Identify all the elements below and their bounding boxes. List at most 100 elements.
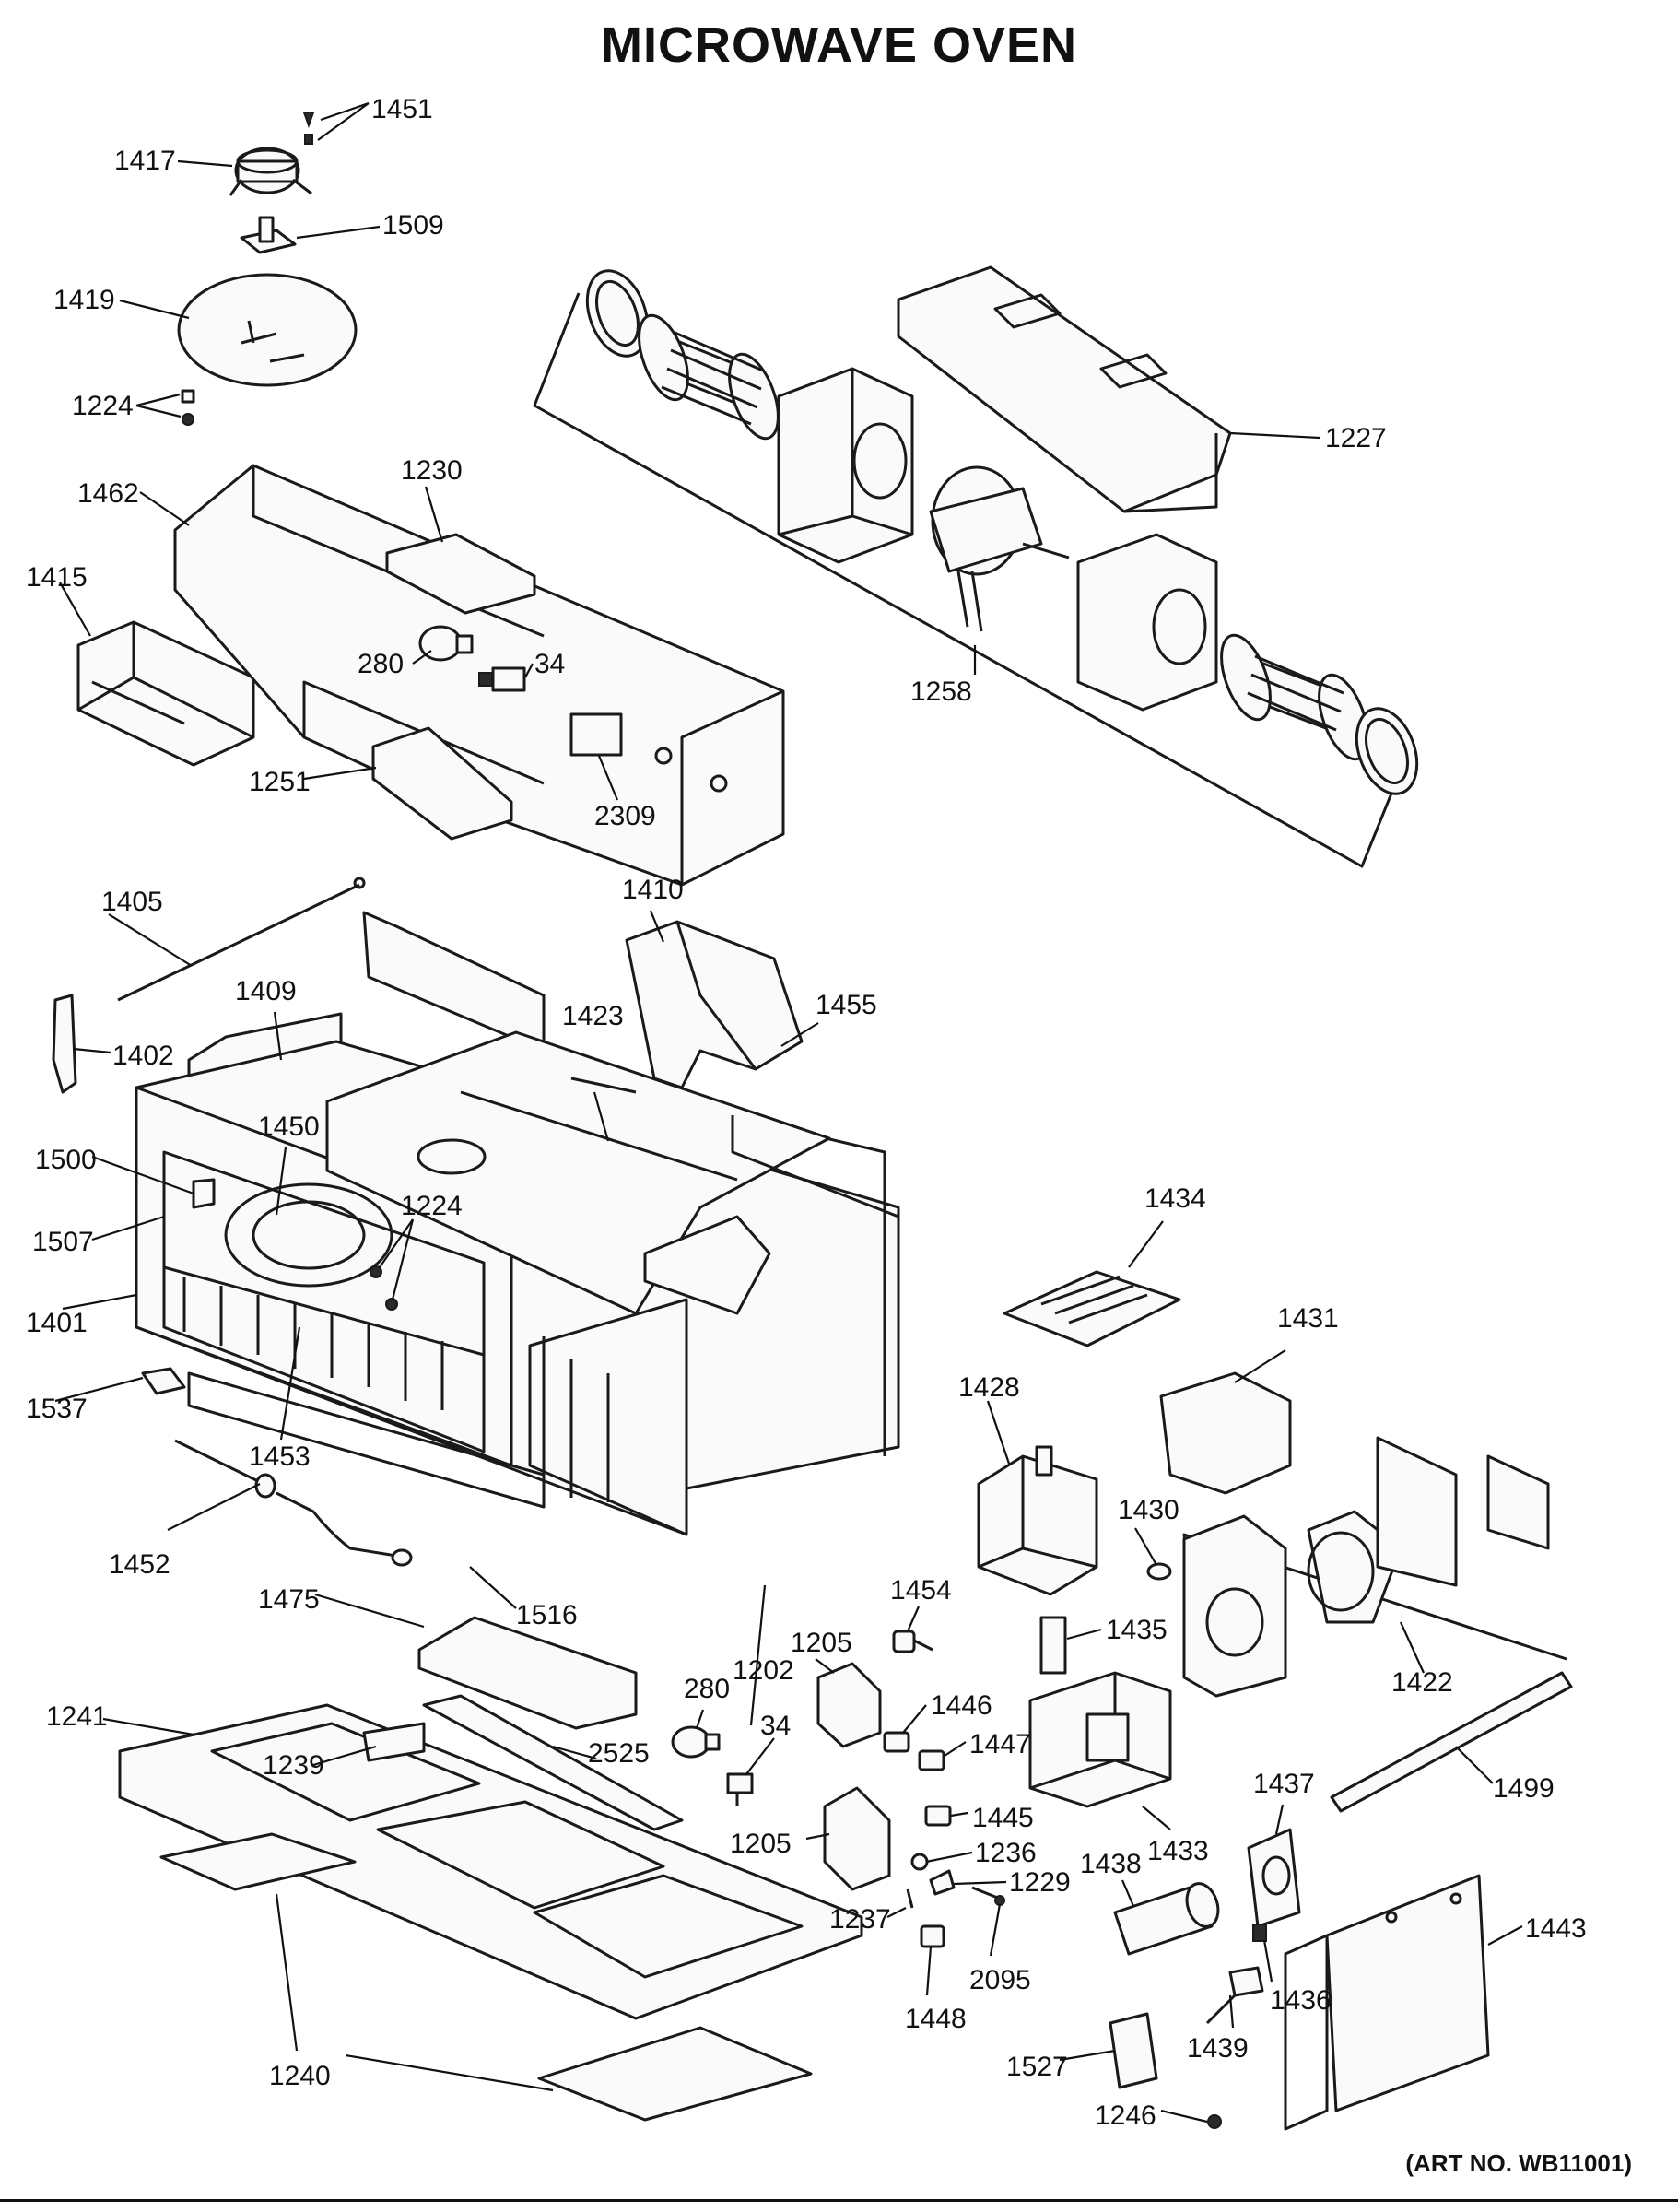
screw-2095 <box>971 1886 1005 1906</box>
grease-filter-1240 <box>159 1832 813 2122</box>
label-1446: 1446 <box>931 1690 992 1721</box>
blower-housing-left <box>777 367 914 564</box>
actuator-1499 <box>1330 1671 1573 1813</box>
hinge-1402 <box>52 994 77 1094</box>
label-1410: 1410 <box>622 875 684 905</box>
spring-1237 <box>906 1888 914 1909</box>
label-34-lower: 34 <box>760 1711 791 1741</box>
label-1239: 1239 <box>263 1750 324 1781</box>
label-1434: 1434 <box>1144 1183 1206 1214</box>
part-labels: 1451 1417 1509 1419 1224 1227 1462 1230 … <box>26 94 1587 2131</box>
turntable-motor-1417 <box>229 147 312 196</box>
label-1507: 1507 <box>32 1227 94 1257</box>
label-1475: 1475 <box>258 1584 320 1615</box>
cover-1434 <box>1003 1270 1181 1347</box>
label-1448: 1448 <box>905 2004 967 2034</box>
switch-1446 <box>883 1731 910 1753</box>
label-1527: 1527 <box>1006 2052 1068 2082</box>
bracket-1251 <box>371 726 513 841</box>
label-1428: 1428 <box>958 1372 1020 1403</box>
label-1405: 1405 <box>101 887 163 917</box>
label-1439: 1439 <box>1187 2033 1249 2064</box>
vent-1516 <box>187 1371 546 1509</box>
label-1409: 1409 <box>235 976 297 1006</box>
blower-motor-1258 <box>929 465 1070 632</box>
fan-assembly-1422 <box>1182 1436 1567 1698</box>
label-1537: 1537 <box>26 1394 88 1424</box>
bracket-1435 <box>1039 1616 1067 1675</box>
label-1258: 1258 <box>910 677 972 707</box>
blower-wheel-right <box>1220 633 1369 761</box>
blower-housing-right <box>1076 533 1218 712</box>
label-1227: 1227 <box>1325 423 1387 453</box>
lamp-280-lower <box>671 1725 721 1759</box>
label-1402: 1402 <box>112 1041 174 1071</box>
label-1437: 1437 <box>1253 1769 1315 1799</box>
capacitor-1438 <box>1113 1882 1220 1956</box>
rail-2525 <box>422 1694 684 1831</box>
label-1436: 1436 <box>1270 1985 1332 2016</box>
turntable-tray-1419 <box>177 273 358 387</box>
label-1454: 1454 <box>890 1575 952 1606</box>
switch-1448 <box>920 1924 945 1948</box>
label-1445: 1445 <box>972 1803 1034 1833</box>
label-1433: 1433 <box>1147 1836 1209 1866</box>
leader-lines <box>54 101 1523 2124</box>
page-title: MICROWAVE OVEN <box>600 18 1078 73</box>
label-1205-upper: 1205 <box>791 1628 852 1658</box>
duct-1410 <box>625 920 804 1089</box>
label-1499: 1499 <box>1493 1773 1555 1804</box>
roller-1224-cavity <box>370 1265 398 1311</box>
label-1205-lower: 1205 <box>730 1829 792 1859</box>
rod-1405 <box>117 877 366 1002</box>
bracket-1527 <box>1109 2012 1158 2089</box>
lens-1537 <box>141 1367 186 1395</box>
lamp-socket-34-upper <box>478 666 526 692</box>
label-1500: 1500 <box>35 1145 97 1175</box>
label-1450: 1450 <box>258 1112 320 1142</box>
switch-bracket-1205-upper <box>816 1662 882 1748</box>
label-1251: 1251 <box>249 767 311 797</box>
blower-wheel-left <box>638 313 780 441</box>
switch-1447 <box>918 1749 945 1771</box>
label-280-upper: 280 <box>358 649 404 679</box>
roller-1224-top <box>181 389 195 426</box>
label-1453: 1453 <box>249 1441 311 1472</box>
screw-1246 <box>1207 2114 1222 2129</box>
label-34-upper: 34 <box>534 649 565 679</box>
diode-1439 <box>1205 1966 1264 2025</box>
transformer-1433 <box>1028 1671 1172 1808</box>
thermal-cutout-1430 <box>1146 1562 1172 1581</box>
label-1430: 1430 <box>1118 1495 1179 1525</box>
thermal-fuse-1454 <box>892 1630 933 1653</box>
switch-bracket-1205-lower <box>823 1786 891 1891</box>
lamp-socket-34-lower <box>726 1772 754 1806</box>
label-1236: 1236 <box>975 1838 1037 1868</box>
screw-1451 <box>302 112 315 145</box>
label-1516: 1516 <box>516 1600 578 1630</box>
coupler-1509 <box>240 216 297 254</box>
panel-1443 <box>1284 1874 1490 2131</box>
base-plate-1241 <box>118 1703 863 2020</box>
interlock-1500 <box>192 1178 216 1209</box>
label-1224-cavity: 1224 <box>401 1191 463 1221</box>
label-1452: 1452 <box>109 1549 170 1580</box>
cam-1236 <box>910 1853 929 1871</box>
label-1419: 1419 <box>53 285 115 315</box>
label-1443: 1443 <box>1525 1913 1587 1944</box>
label-1462: 1462 <box>77 478 139 509</box>
outer-cabinet-1401 <box>135 911 900 1536</box>
label-1246: 1246 <box>1095 2100 1156 2131</box>
label-2309: 2309 <box>594 801 656 831</box>
footer-divider <box>0 2199 1678 2202</box>
art-number: (ART NO. WB11001) <box>1405 2149 1632 2177</box>
label-1401: 1401 <box>26 1308 88 1338</box>
label-280-lower: 280 <box>684 1674 730 1704</box>
label-1415: 1415 <box>26 562 88 593</box>
bracket-1230 <box>385 533 536 615</box>
label-1241: 1241 <box>46 1701 108 1732</box>
label-2095: 2095 <box>969 1965 1031 1995</box>
label-1237: 1237 <box>829 1904 891 1935</box>
label-1202: 1202 <box>733 1655 794 1686</box>
